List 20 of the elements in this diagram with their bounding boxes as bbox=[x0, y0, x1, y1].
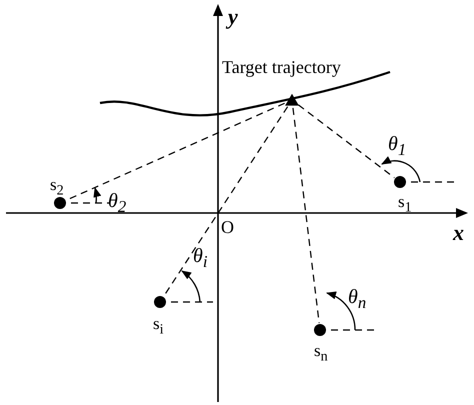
angle-label: θ$_{n}$ bbox=[348, 287, 366, 312]
axis-label: y bbox=[228, 6, 238, 28]
dashed-line bbox=[292, 108, 320, 324]
sensor-label: s$_{i}$ bbox=[153, 315, 164, 337]
dashed-line bbox=[163, 106, 288, 296]
sensor-label: s$_{1}$ bbox=[398, 193, 412, 215]
sensor-dot bbox=[394, 176, 406, 188]
sensor-label: s$_{2}$ bbox=[50, 176, 64, 198]
origin-label: O bbox=[221, 218, 234, 236]
dashed-line bbox=[298, 104, 395, 178]
sensor-dot bbox=[54, 197, 66, 209]
angle-label: θ$_{2}$ bbox=[108, 191, 126, 216]
angle-label: θ$_{1}$ bbox=[388, 134, 406, 159]
sensor-dot bbox=[154, 296, 166, 308]
sensor-label: s$_{n}$ bbox=[314, 342, 328, 364]
angle-label: θ$_{i}$ bbox=[193, 246, 208, 271]
sensor-dot bbox=[314, 324, 326, 336]
target-marker bbox=[285, 92, 299, 105]
trajectory-label: Target trajectory bbox=[222, 58, 341, 76]
axis-label: x bbox=[453, 222, 464, 244]
